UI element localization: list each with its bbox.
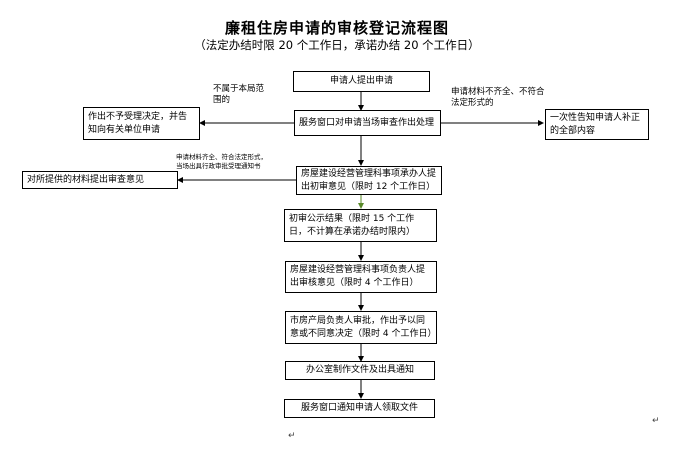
step-bureau-approval: 市房产局负责人审批，作出予以同意或不同意决定（限时 4 个工作日）: [285, 311, 437, 344]
step-apply: 申请人提出申请: [293, 71, 430, 92]
step-publicity: 初审公示结果（限时 15 个工作日，不计算在承诺办结时限内）: [284, 209, 437, 242]
step-window-review: 服务窗口对申请当场审查作出处理: [294, 110, 441, 136]
step-window-notify: 服务窗口通知申请人领取文件: [284, 399, 435, 418]
step-not-accepted: 作出不予受理决定，并告知向有关单位申请: [83, 107, 200, 140]
label-incomplete: 申请材料不齐全、不符合法定形式的: [451, 87, 545, 108]
step-initial-opinion: 房屋建设经营管理科事项承办人提出初审意见（限时 12 个工作日）: [296, 166, 442, 195]
page-subtitle: （法定办结时限 20 个工作日，承诺办结 20 个工作日）: [194, 38, 480, 52]
return-mark: ↵: [652, 416, 660, 426]
label-complete-line1: 申请材料齐全、符合法定形式，: [176, 153, 267, 161]
label-complete-line2: 当场出具行政审批受理通知书: [176, 162, 261, 170]
label-out-of-scope: 不属于本局范围的: [213, 84, 265, 105]
step-notify-once: 一次性告知申请人补正的全部内容: [545, 109, 649, 140]
return-mark: ↵: [288, 431, 296, 441]
step-office-notice: 办公室制作文件及出具通知: [285, 361, 435, 380]
step-chief-opinion: 房屋建设经营管理科事项负责人提出审核意见（限时 4 个工作日）: [285, 261, 437, 293]
step-review-materials: 对所提供的材料提出审查意见: [22, 171, 178, 189]
page-title: 廉租住房申请的审核登记流程图: [224, 19, 449, 37]
